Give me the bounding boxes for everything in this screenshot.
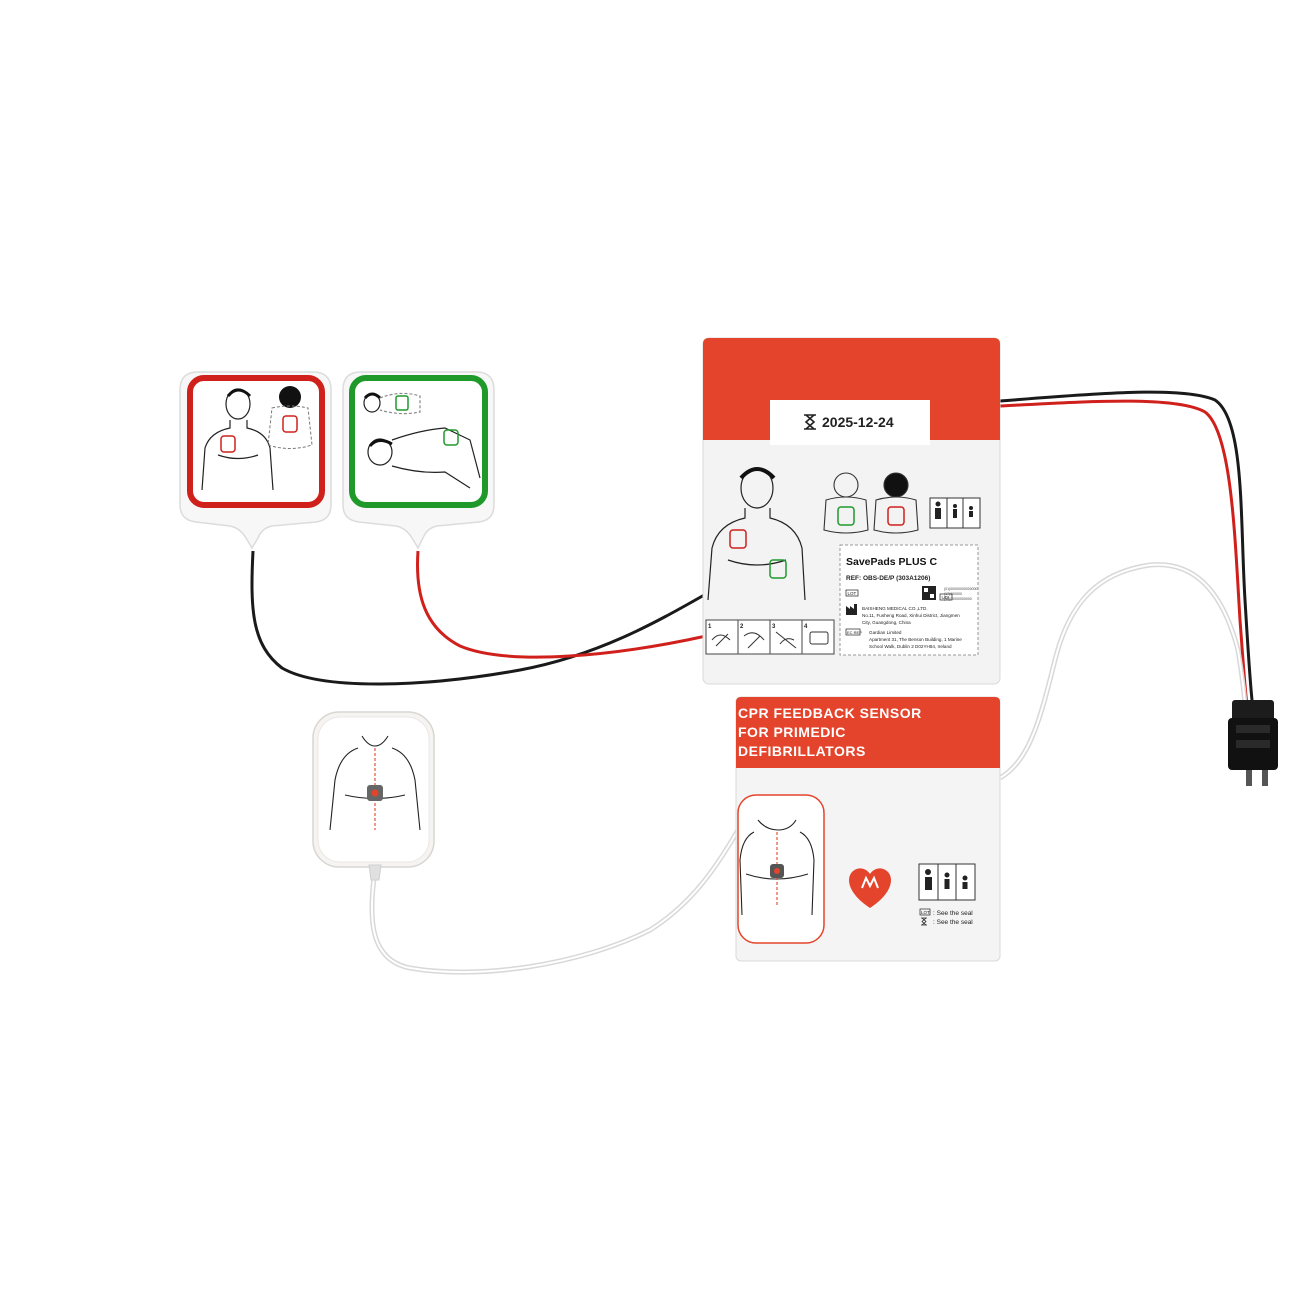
ec-rep-label: EC REP (847, 630, 862, 635)
child-lying-figure-icon (363, 392, 421, 415)
manufacturer-address-1: No.11, Fusheng Road, Xinhui District, Ji… (862, 613, 960, 618)
red-pad-cable (416, 550, 707, 659)
expiry-date: 2025-12-24 (822, 414, 894, 430)
manufacturer-icon (846, 604, 857, 615)
sensor-hourglass-icon (921, 917, 927, 926)
patient-type-icons (929, 497, 981, 529)
green-electrode-pad (342, 371, 495, 550)
connector-plug (1228, 700, 1278, 786)
sensor-pad-strain-relief (368, 864, 382, 881)
sensor-white-cable-highlight (999, 563, 1246, 779)
step-2: 2 (740, 624, 744, 630)
manufacturer-address-2: City, Guangdong, China (862, 620, 911, 625)
red-electrode-pad (179, 371, 332, 550)
savepads-pouch: 2025-12-24 (702, 337, 1001, 685)
rep-address-1: Apartment 31, The Benson Building, 1 Mar… (869, 637, 962, 642)
adult-lying-figure-icon (367, 427, 481, 489)
sensor-lot-label: LOT (921, 910, 930, 915)
udi-code-2: (17)000000 (944, 592, 962, 596)
lot-label: LOT (848, 591, 857, 596)
sensor-title-line-2: FOR PRIMEDIC (738, 724, 846, 740)
sensor-title-line-3: DEFIBRILLATORS (738, 743, 866, 759)
cables (250, 390, 1254, 975)
rep-address-2: School Walk, Dublin 2 D02YH84, Ireland (869, 644, 952, 649)
child-back-figure-icon (267, 386, 313, 449)
pouch-adult-figure-icon (707, 467, 806, 601)
info-label-box (839, 544, 979, 656)
sensor-white-cable (998, 562, 1248, 781)
sensor-lot-text: : See the seal (933, 910, 973, 917)
sensor-lead-highlight (370, 829, 739, 974)
sensor-title-line-1: CPR FEEDBACK SENSOR (738, 705, 922, 721)
udi-code-1: (01)00000000000000 (944, 587, 978, 591)
usage-steps: 1 2 3 4 (705, 619, 835, 655)
hourglass-icon (804, 414, 816, 430)
black-pad-cable (250, 550, 707, 686)
connector-black-wire (999, 390, 1254, 701)
adult-figure-icon (201, 388, 274, 491)
rep-name: Gardian Limited (869, 630, 902, 635)
manufacturer-name: BAISHENG MEDICAL CO.,LTD. (862, 606, 928, 611)
sensor-chest-figure-icon (739, 819, 815, 916)
step-3: 3 (772, 624, 776, 630)
sensor-expiry-text: : See the seal (933, 919, 973, 926)
sensor-pad-chest-icon (329, 735, 421, 831)
step-4: 4 (804, 624, 808, 630)
cpr-sensor-pad (312, 711, 435, 881)
udi-label: UDI (942, 595, 950, 600)
cpr-sensor-pouch: CPR FEEDBACK SENSOR FOR PRIMEDIC DEFIBRI… (735, 696, 1001, 962)
sensor-patient-type-icons (918, 863, 976, 901)
pouch-child-figures-icon (823, 472, 919, 534)
ref-code: REF: OBS-DE/P (303A1206) (846, 575, 930, 582)
udi-code-3: (10)00000000000 (944, 597, 972, 601)
connector-red-wire (999, 399, 1249, 706)
heart-hands-icon (849, 868, 891, 908)
product-name: SavePads PLUS C (846, 556, 937, 568)
step-1: 1 (708, 624, 712, 630)
